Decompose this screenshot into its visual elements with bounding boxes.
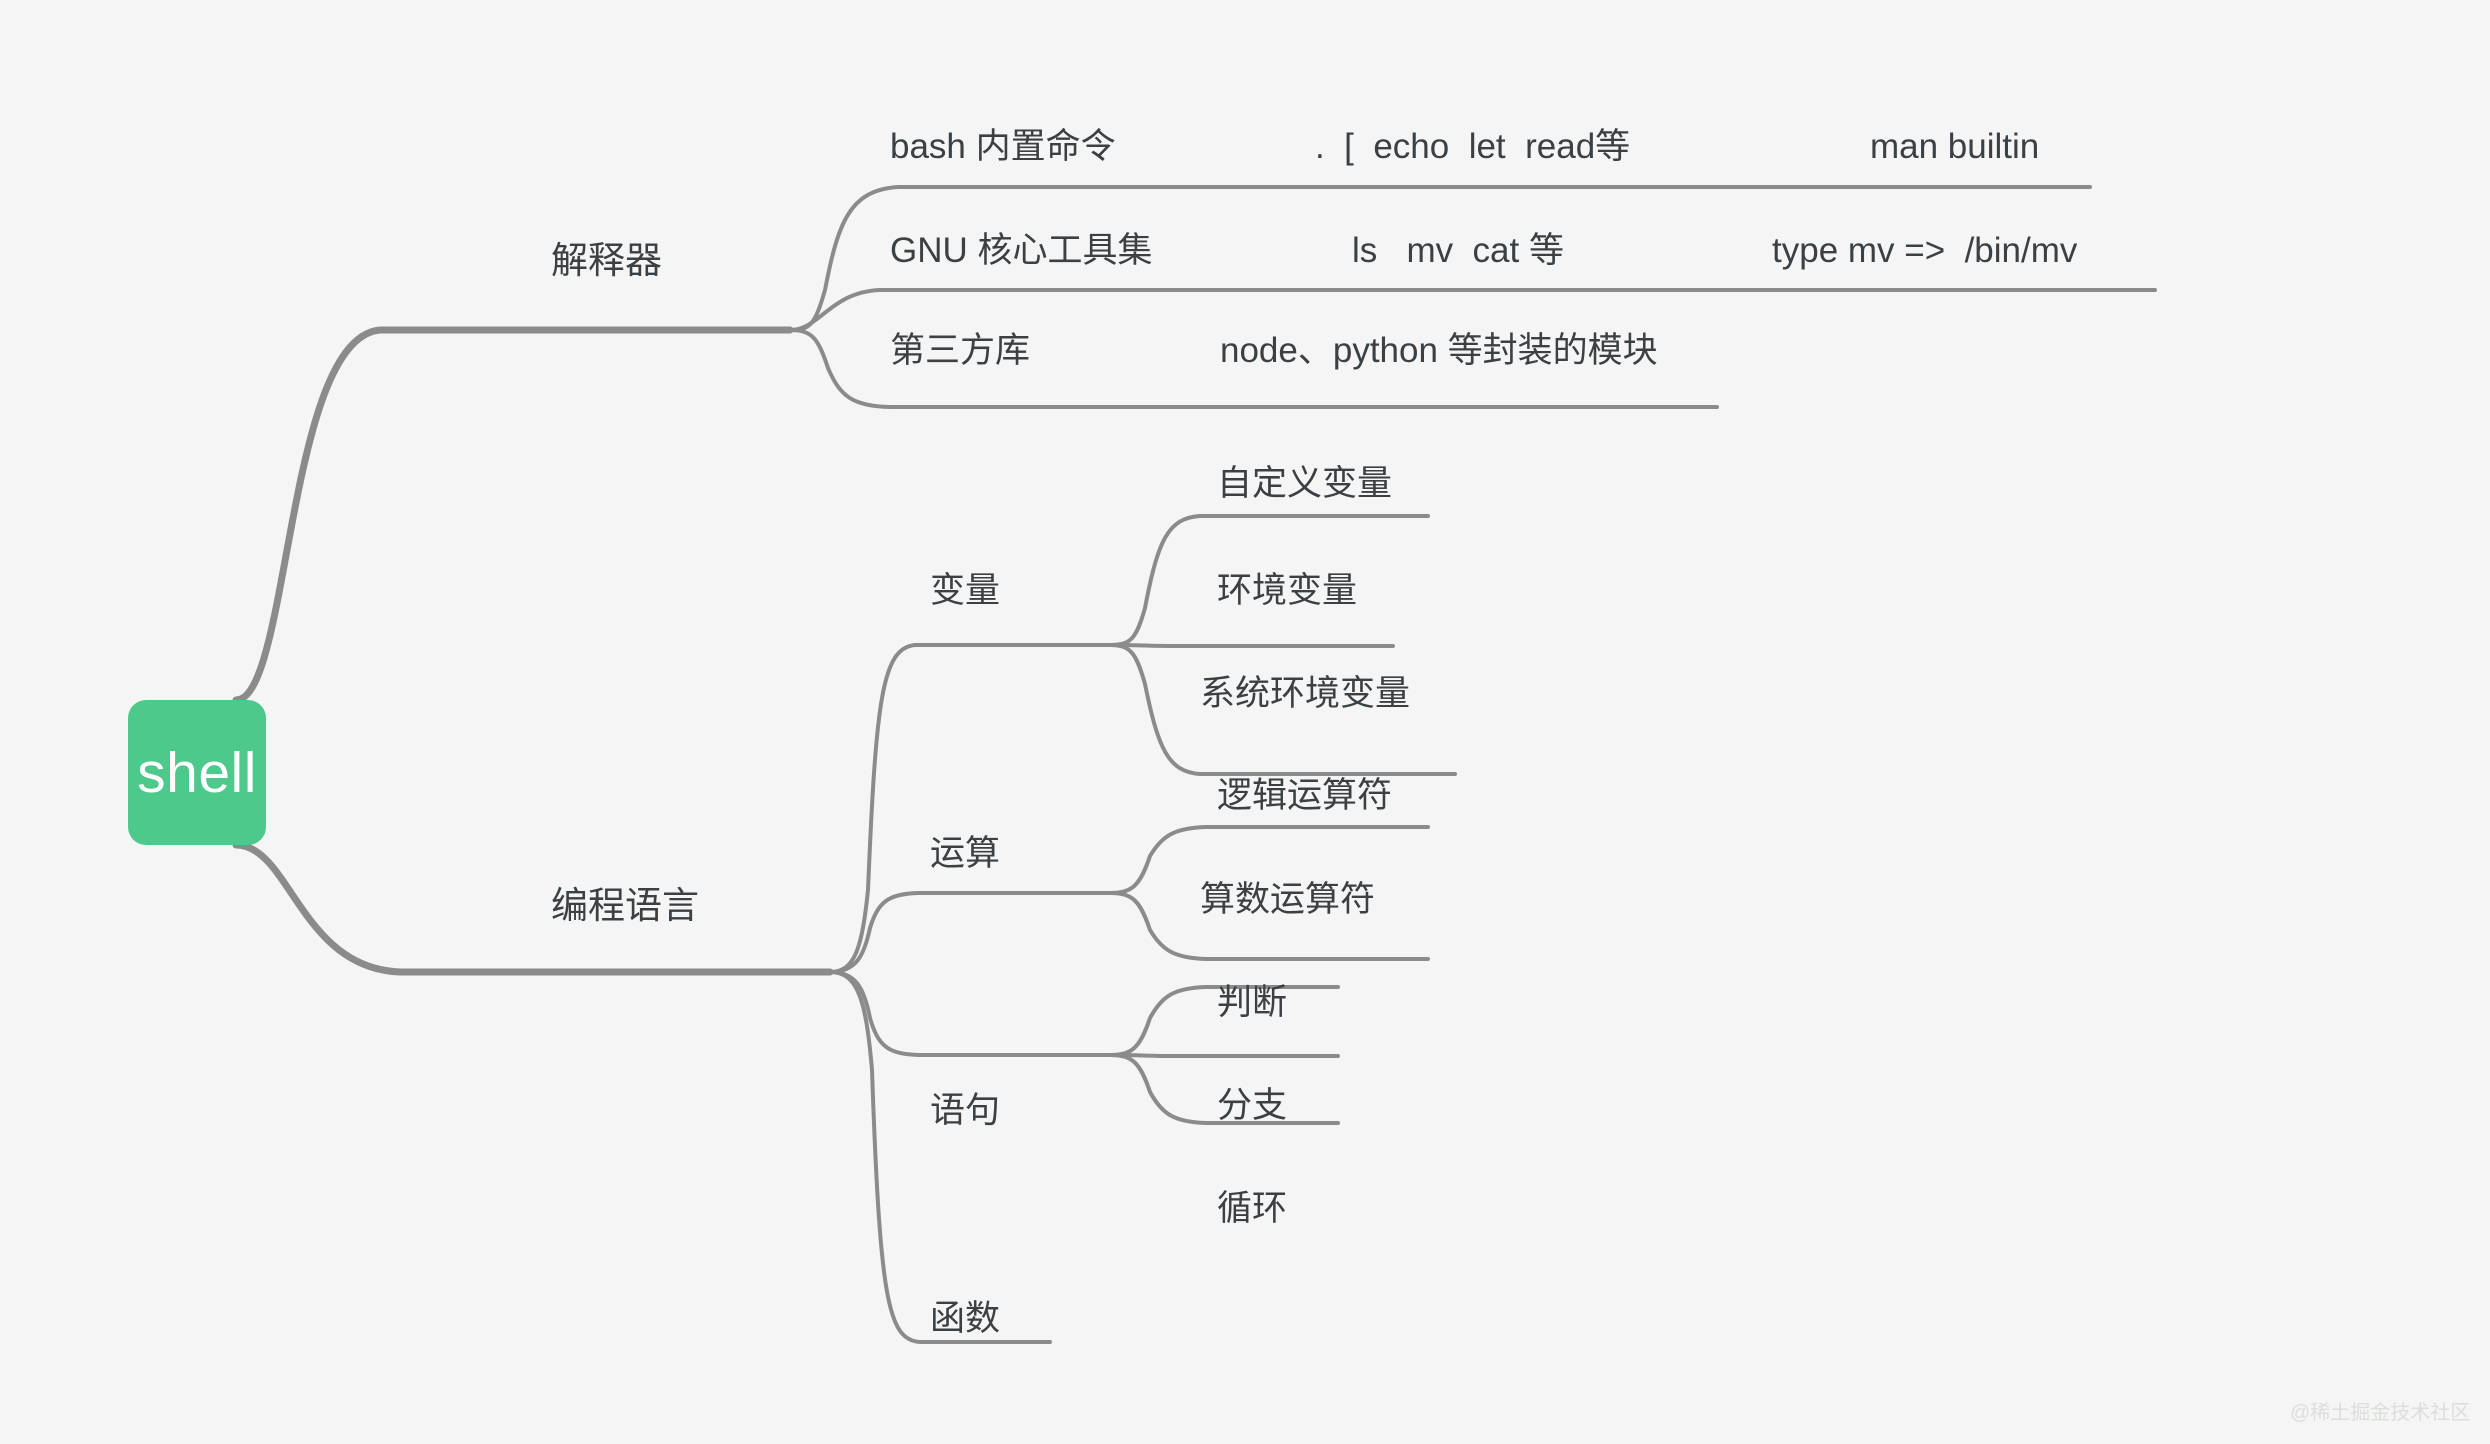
link-operators-to-logical	[1108, 825, 1430, 895]
link-variables-to-custom	[1108, 514, 1430, 647]
detail-gnu-examples: ls mv cat 等	[1352, 231, 1564, 270]
leaf-label-system-env-variable[interactable]: 系统环境变量	[1200, 674, 1411, 713]
node-label-functions[interactable]: 函数	[930, 1299, 1001, 1338]
leaf-label-judgement[interactable]: 判断	[1217, 983, 1288, 1022]
leaf-label-custom-variable[interactable]: 自定义变量	[1217, 464, 1393, 503]
link-variables-to-sysenv	[1108, 643, 1457, 776]
branch-label-programming[interactable]: 编程语言	[551, 885, 699, 926]
detail-bash-builtin-commands: . [ echo let read等	[1315, 127, 1631, 166]
detail-third-party-modules: node、python 等封装的模块	[1220, 331, 1658, 370]
leaf-label-branch[interactable]: 分支	[1217, 1086, 1288, 1125]
link-programming-to-variables	[828, 643, 1112, 974]
detail-gnu-type-lookup: type mv => /bin/mv	[1772, 231, 2078, 270]
link-operators-to-arithmetic	[1108, 891, 1430, 961]
detail-bash-builtin-manual: man builtin	[1870, 127, 2040, 166]
leaf-label-env-variable[interactable]: 环境变量	[1217, 571, 1358, 610]
branch-label-interpreter[interactable]: 解释器	[551, 240, 662, 281]
link-programming-to-functions	[828, 970, 1052, 1344]
root-node[interactable]: shell	[128, 700, 266, 845]
node-label-statements[interactable]: 语句	[930, 1091, 1001, 1130]
node-label-variables[interactable]: 变量	[930, 571, 1001, 610]
link-statements-to-judge	[1108, 985, 1340, 1057]
link-variables-to-env	[1108, 643, 1395, 648]
leaf-label-arithmetic-operator[interactable]: 算数运算符	[1200, 880, 1376, 919]
node-label-operators[interactable]: 运算	[930, 834, 1001, 873]
link-statements-to-loop	[1108, 1053, 1340, 1125]
watermark-label: @稀土掘金技术社区	[2290, 1402, 2471, 1424]
node-label-bash-builtin[interactable]: bash 内置命令	[890, 127, 1116, 166]
node-label-gnu-coreutils[interactable]: GNU 核心工具集	[890, 231, 1153, 270]
link-statements-to-branch	[1108, 1053, 1340, 1058]
leaf-label-logical-operator[interactable]: 逻辑运算符	[1217, 776, 1393, 815]
node-label-third-party[interactable]: 第三方库	[890, 331, 1031, 370]
leaf-label-loop[interactable]: 循环	[1217, 1189, 1288, 1228]
link-root-to-programming	[232, 841, 834, 976]
link-root-to-interpreter	[232, 326, 794, 704]
link-programming-to-operators	[828, 891, 1112, 974]
link-programming-to-statements	[828, 970, 1112, 1057]
root-node-label: shell	[137, 740, 257, 805]
link-interpreter-to-gnu	[788, 288, 2157, 332]
link-interpreter-to-thirdparty	[788, 328, 1719, 409]
